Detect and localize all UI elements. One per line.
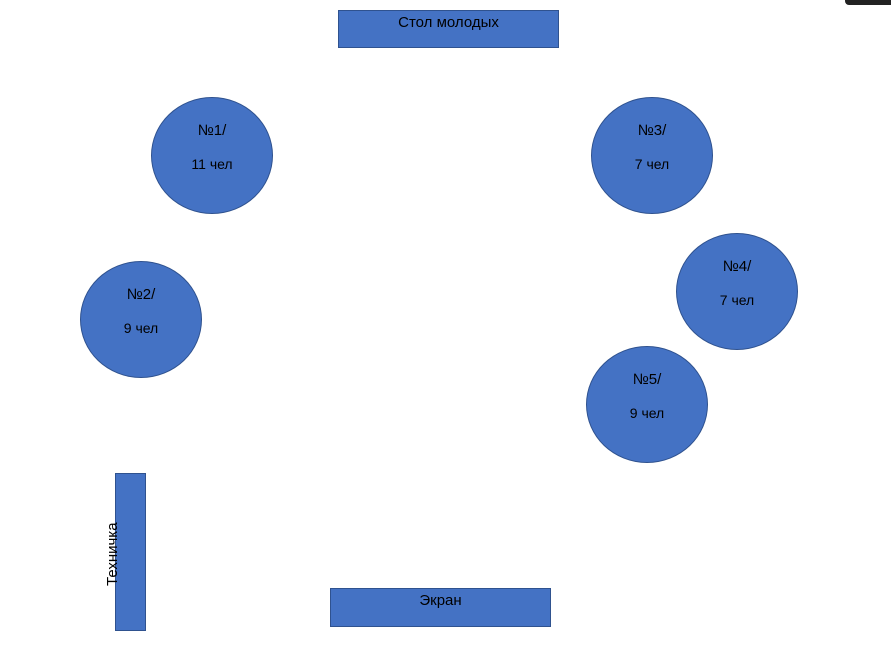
window-corner-decoration [845, 0, 891, 5]
technician-label: Техничка [104, 522, 121, 586]
table-5-guests: 9 чел [629, 405, 665, 421]
table-2-number: №2/ [126, 286, 156, 303]
table-5-number: №5/ [632, 371, 662, 388]
table-5: №5/ 9 чел [586, 346, 708, 463]
table-1: №1/ 11 чел [151, 97, 273, 214]
screen: Экран [330, 588, 551, 627]
table-3: №3/ 7 чел [591, 97, 713, 214]
table-2-guests: 9 чел [123, 320, 159, 336]
table-4-number: №4/ [722, 258, 752, 275]
head-table: Стол молодых [338, 10, 559, 48]
table-3-guests: 7 чел [634, 156, 670, 172]
table-3-number: №3/ [637, 122, 667, 139]
screen-label: Экран [419, 592, 462, 609]
technician-table [115, 473, 146, 631]
table-2: №2/ 9 чел [80, 261, 202, 378]
table-1-guests: 11 чел [191, 156, 233, 172]
table-4: №4/ 7 чел [676, 233, 798, 350]
head-table-label: Стол молодых [398, 14, 499, 31]
table-1-number: №1/ [197, 122, 227, 139]
table-4-guests: 7 чел [719, 292, 755, 308]
